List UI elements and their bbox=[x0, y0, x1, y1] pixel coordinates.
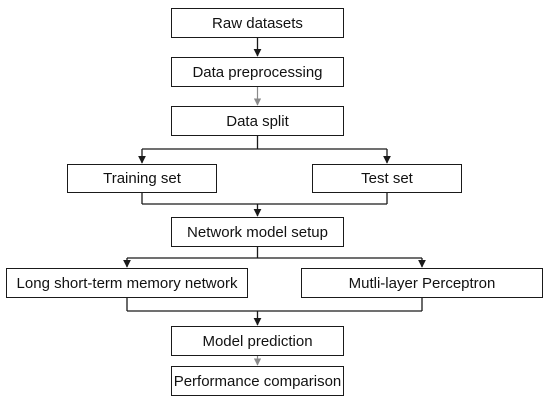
mlp-box: Mutli-layer Perceptron bbox=[301, 268, 543, 298]
training-set-label: Training set bbox=[103, 170, 181, 187]
lstm-box: Long short-term memory network bbox=[6, 268, 248, 298]
data-split-box: Data split bbox=[171, 106, 344, 136]
network-model-setup-box: Network model setup bbox=[171, 217, 344, 247]
mlp-label: Mutli-layer Perceptron bbox=[348, 274, 496, 292]
raw-datasets-box: Raw datasets bbox=[171, 8, 344, 38]
training-set-box: Training set bbox=[67, 164, 217, 193]
performance-comparison-box: Performance comparison bbox=[171, 366, 344, 396]
test-set-box: Test set bbox=[312, 164, 462, 193]
lstm-label: Long short-term memory network bbox=[16, 274, 238, 292]
model-prediction-label: Model prediction bbox=[202, 332, 313, 350]
data-split-label: Data split bbox=[226, 112, 289, 130]
data-preprocessing-box: Data preprocessing bbox=[171, 57, 344, 87]
test-set-label: Test set bbox=[361, 170, 413, 187]
raw-datasets-label: Raw datasets bbox=[212, 14, 303, 32]
data-preprocessing-label: Data preprocessing bbox=[192, 63, 323, 81]
network-model-setup-label: Network model setup bbox=[187, 223, 328, 241]
performance-comparison-label: Performance comparison bbox=[173, 372, 342, 390]
model-prediction-box: Model prediction bbox=[171, 326, 344, 356]
